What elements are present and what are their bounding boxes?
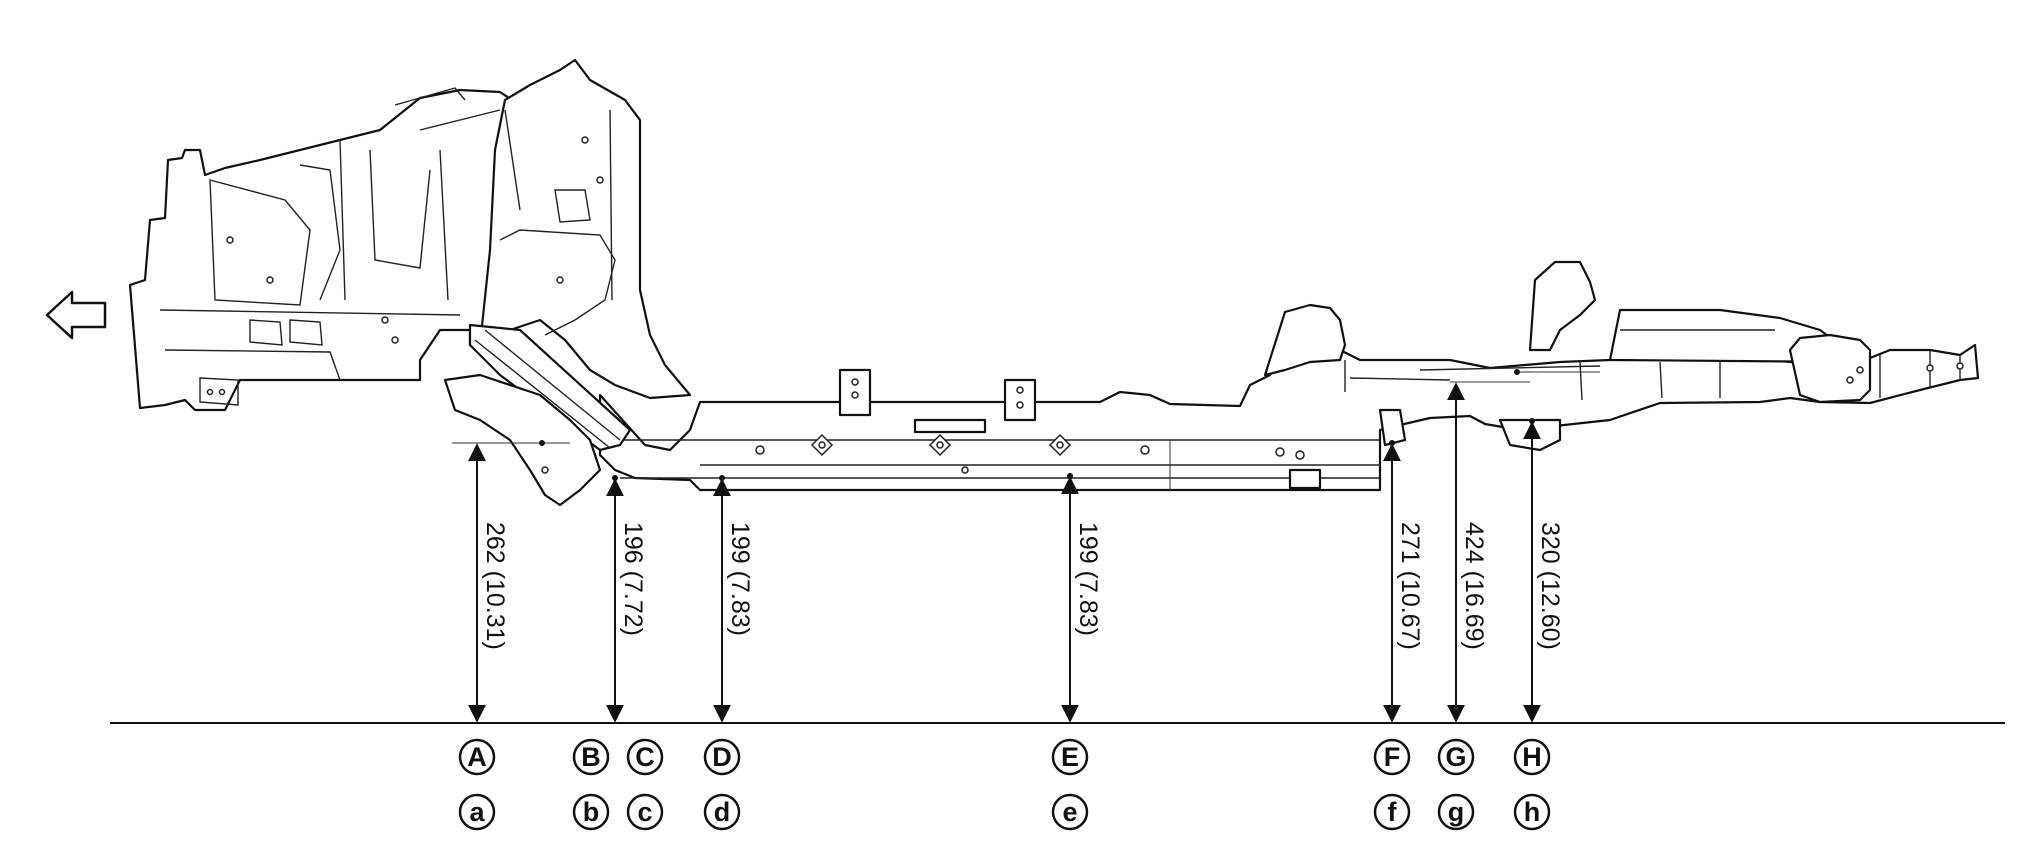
point-label-circle — [1513, 738, 1551, 776]
dimension-label-e: 199 (7.83) — [1074, 522, 1102, 636]
point-label-circle — [458, 738, 496, 776]
point-label-group: Aa Bb Cc Dd Ee Ff Gg Hh — [458, 738, 1551, 831]
point-label-text: A — [467, 742, 487, 772]
point-label-circle — [572, 738, 610, 776]
point-label-lower-a: a — [458, 793, 496, 831]
point-label-text: f — [1388, 797, 1398, 827]
point-label-upper-f: F — [1373, 738, 1411, 776]
point-label-upper-b: B — [572, 738, 610, 776]
point-label-text: h — [1524, 797, 1541, 827]
dimension-group: 262 (10.31) 196 (7.72) 199 (7.83) 199 (7.83… — [468, 382, 1564, 723]
point-label-lower-f: f — [1373, 793, 1411, 831]
dimension-label-g: 424 (16.69) — [1460, 522, 1488, 650]
point-label-lower-b: b — [572, 793, 610, 831]
point-label-upper-h: H — [1513, 738, 1551, 776]
point-label-circle — [626, 738, 664, 776]
dimension-label-f: 271 (10.67) — [1396, 522, 1424, 650]
point-label-text: b — [583, 797, 600, 827]
point-label-lower-e: e — [1051, 793, 1089, 831]
dimension-label-b: 196 (7.72) — [619, 522, 647, 636]
point-label-upper-c: C — [626, 738, 664, 776]
dimension-label-a: 262 (10.31) — [481, 522, 509, 650]
point-label-circle — [626, 793, 664, 831]
point-label-text: B — [581, 742, 601, 772]
point-label-circle — [458, 793, 496, 831]
point-label-circle — [703, 738, 741, 776]
point-label-lower-c: c — [626, 793, 664, 831]
point-label-text: E — [1061, 742, 1079, 772]
point-label-text: F — [1384, 742, 1401, 772]
point-label-text: g — [1448, 797, 1465, 827]
vehicle-frame-drawing — [128, 58, 1980, 507]
point-label-text: d — [714, 797, 731, 827]
dimension-label-h: 320 (12.60) — [1536, 522, 1564, 650]
dimension-label-d: 199 (7.83) — [726, 522, 754, 636]
point-label-circle — [1513, 793, 1551, 831]
point-label-circle — [703, 793, 741, 831]
point-label-circle — [1437, 738, 1475, 776]
point-label-text: C — [635, 742, 655, 772]
point-label-upper-a: A — [458, 738, 496, 776]
point-label-text: G — [1445, 742, 1466, 772]
point-label-circle — [1373, 793, 1411, 831]
point-label-text: e — [1062, 797, 1077, 827]
point-label-text: c — [637, 797, 652, 827]
point-label-circle — [1051, 793, 1089, 831]
point-label-circle — [572, 793, 610, 831]
left-arrow-icon — [45, 290, 107, 340]
point-label-text: D — [712, 742, 732, 772]
point-label-lower-g: g — [1437, 793, 1475, 831]
point-label-lower-h: h — [1513, 793, 1551, 831]
point-label-circle — [1437, 793, 1475, 831]
point-label-text: a — [469, 797, 485, 827]
point-label-upper-g: G — [1437, 738, 1475, 776]
point-label-text: H — [1522, 742, 1542, 772]
point-label-upper-e: E — [1051, 738, 1089, 776]
point-label-upper-d: D — [703, 738, 741, 776]
point-label-lower-d: d — [703, 793, 741, 831]
point-label-circle — [1051, 738, 1089, 776]
point-label-circle — [1373, 738, 1411, 776]
